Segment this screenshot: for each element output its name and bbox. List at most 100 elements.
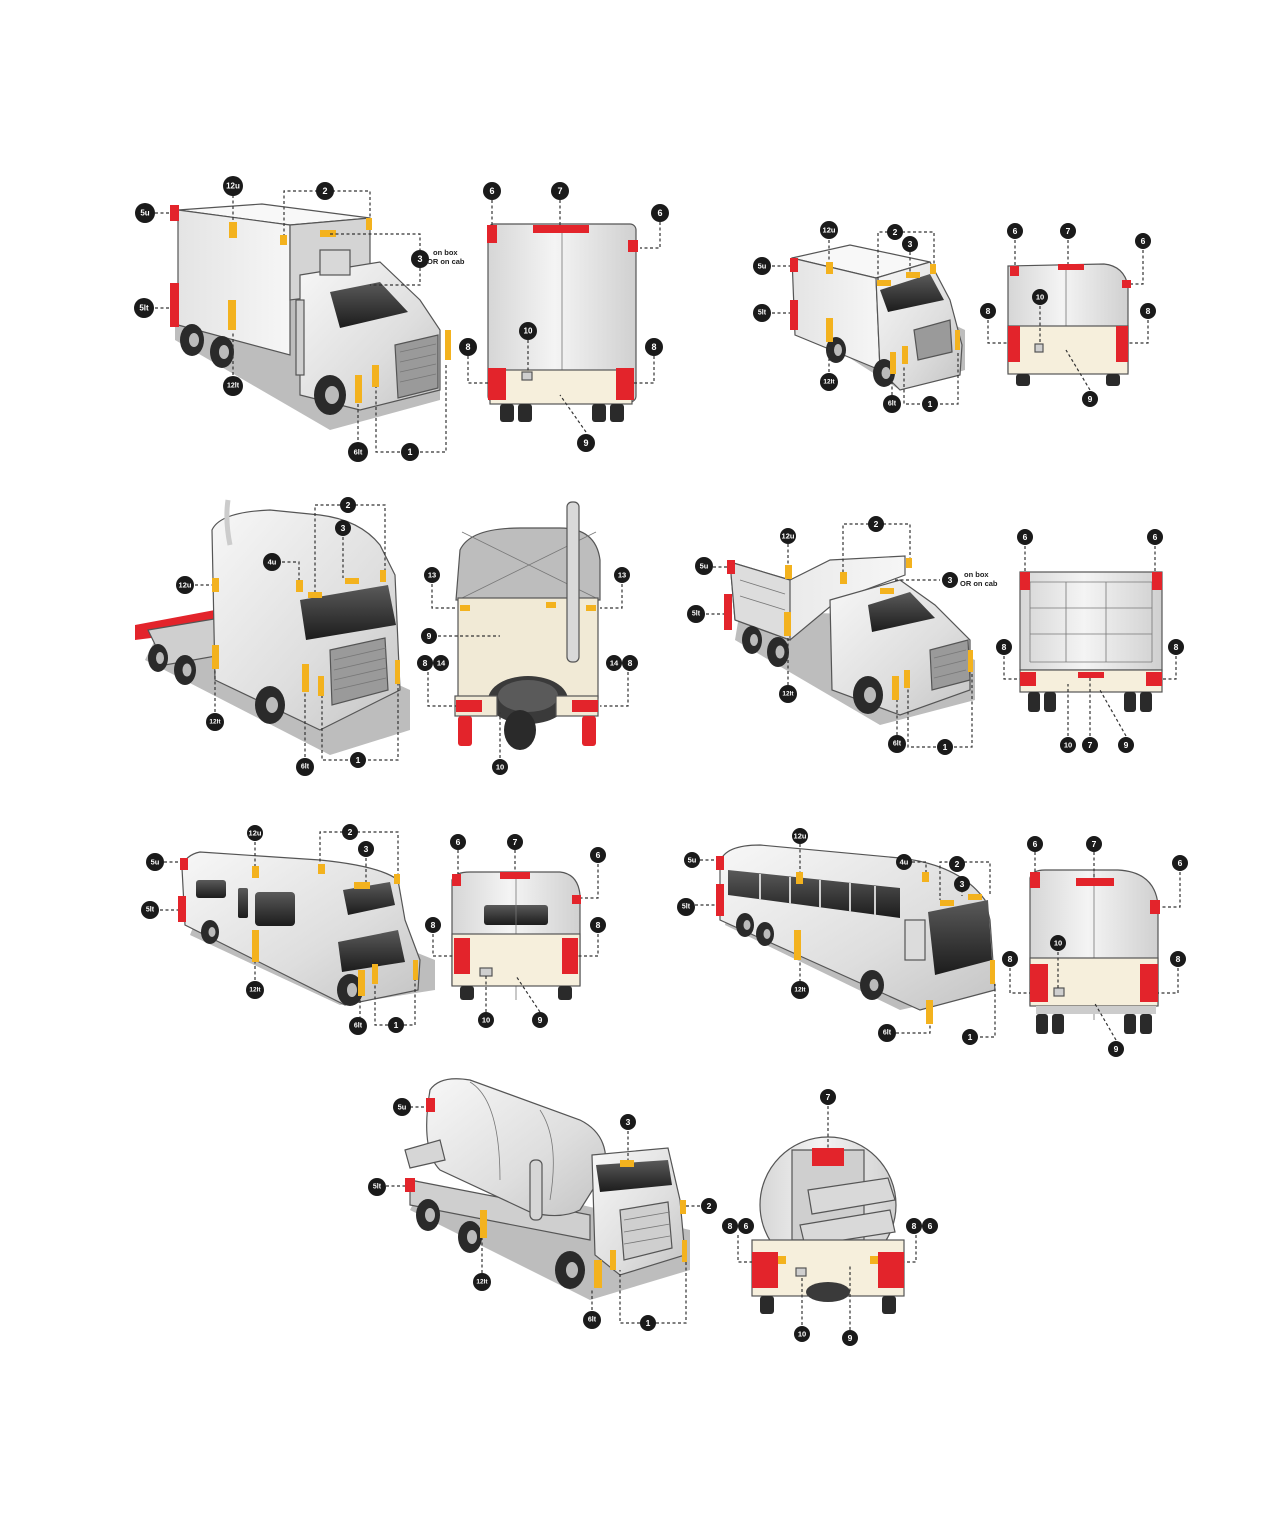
leader-lines [432,850,599,1013]
badge: 1 [394,1020,399,1030]
badge: 4u [268,558,277,567]
bus-side-view: 5u 5lt 12u 12lt 4u 2 3 6lt 1 [677,828,996,1045]
figure-mixer: 5u 5lt 12lt 3 2 6lt 1 [368,1078,938,1346]
badge: 3 [908,239,913,249]
step-van-rear-view: 6 7 6 10 8 8 9 [980,223,1156,407]
note-or-on-cab: OR on cab [427,257,465,266]
badge: 9 [538,1015,543,1025]
badge: 7 [513,837,518,847]
badge: 1 [968,1032,973,1042]
badge: 6 [1033,839,1038,849]
badge: 6 [1153,532,1158,542]
badge: 12lt [249,987,261,994]
badge: 12lt [209,719,221,726]
leader-lines [706,523,973,748]
badge: 10 [798,1330,806,1339]
badge: 2 [893,227,898,237]
figure-dump-truck: 5u 5lt 12u 12lt 2 3 6lt 1 on box OR on c… [687,516,1184,755]
figure-box-truck: 5u 5lt 12u 12lt 2 3 6lt 1 on box OR on c… [134,176,669,462]
note-on-box: on box [964,570,989,579]
badge: 6lt [354,448,363,457]
badge: 7 [826,1092,831,1102]
figure-step-van: 5u 5lt 12u 12lt 2 3 6lt 1 [753,221,1156,413]
note-on-box: on box [433,248,458,257]
badge: 2 [874,519,879,529]
badge: 12u [226,182,240,191]
note-or-on-cab: OR on cab [960,579,998,588]
figure-bus: 5u 5lt 12u 12lt 4u 2 3 6lt 1 [677,828,1188,1057]
leader-lines [987,240,1149,391]
bus-rear-view: 6 7 6 10 8 8 9 [1002,836,1188,1057]
badge: 8 [986,306,991,316]
badge: 6 [456,837,461,847]
badge: 8 [1002,642,1007,652]
badge: 12lt [227,383,240,390]
badge: 8 [1176,954,1181,964]
motorhome-side-view: 5u 5lt 12u 12lt 2 3 6lt 1 [141,824,435,1035]
leader-lines [195,504,399,761]
badge: 10 [482,1016,490,1025]
badge: 6 [1178,858,1183,868]
figure-motorhome: 5u 5lt 12u 12lt 2 3 6lt 1 [141,824,606,1035]
badge: 12lt [782,691,794,698]
badge: 8 [465,342,470,352]
badge: 3 [626,1117,631,1127]
badge: 14 [610,659,619,668]
badge: 9 [1088,394,1093,404]
badge: 3 [948,575,953,585]
badge: 10 [524,327,533,336]
badge: 7 [1066,226,1071,236]
leader-lines [772,231,959,405]
motorhome-rear-view: 6 7 6 8 8 10 9 [425,834,606,1028]
badge: 4u [900,858,909,867]
badge: 12lt [823,379,835,386]
leader-lines [160,831,416,1026]
badge: 9 [427,631,432,641]
badge: 2 [322,186,327,196]
badge: 8 [596,920,601,930]
badge: 7 [1092,839,1097,849]
step-van-side-view: 5u 5lt 12u 12lt 2 3 6lt 1 [753,221,965,413]
badge: 5lt [682,904,691,911]
badge: 12u [782,532,795,541]
tractor-rear-view: 13 13 9 8 14 14 8 10 [417,501,638,775]
badge: 5u [398,1103,407,1112]
badge: 5lt [692,611,701,618]
badge: 7 [557,186,562,196]
badge: 6lt [883,1030,892,1037]
badge: 12u [823,226,836,235]
leader-lines [1009,852,1181,1041]
leader-lines [737,1106,917,1330]
badge: 6 [1013,226,1018,236]
badge: 8 [1146,306,1151,316]
badge: 6 [489,186,494,196]
leader-lines [386,1106,700,1324]
badge: 1 [407,447,412,457]
badge: 9 [1124,740,1129,750]
badge: 5u [140,209,149,218]
badge: 8 [651,342,656,352]
badge: 3 [417,254,422,264]
badge: 12lt [476,1279,488,1286]
badge: 6 [928,1221,933,1231]
figure-tractor: 4u 12u 12lt 2 3 6lt 1 [135,497,638,776]
number-badges: 5u 5lt 12u 12lt 2 3 6lt 1 [134,176,429,462]
badge: 1 [356,755,361,765]
badge: 7 [1088,740,1093,750]
badge: 8 [912,1221,917,1231]
mixer-rear-view: 7 8 6 8 6 10 9 [722,1089,938,1346]
badge: 2 [707,1201,712,1211]
badge: 8 [1008,954,1013,964]
badge: 9 [848,1333,853,1343]
badge: 12u [794,832,807,841]
badge: 3 [341,523,346,533]
reflectors [170,205,451,403]
badge: 13 [428,571,436,580]
badge: 5u [700,562,709,571]
leader-lines [467,200,661,433]
box-truck-rear-view: 6 7 6 10 8 8 9 [459,182,669,452]
leader-lines [155,190,447,453]
mixer-side-view: 5u 5lt 12lt 3 2 6lt 1 [368,1078,717,1331]
badge: 6lt [301,764,310,771]
